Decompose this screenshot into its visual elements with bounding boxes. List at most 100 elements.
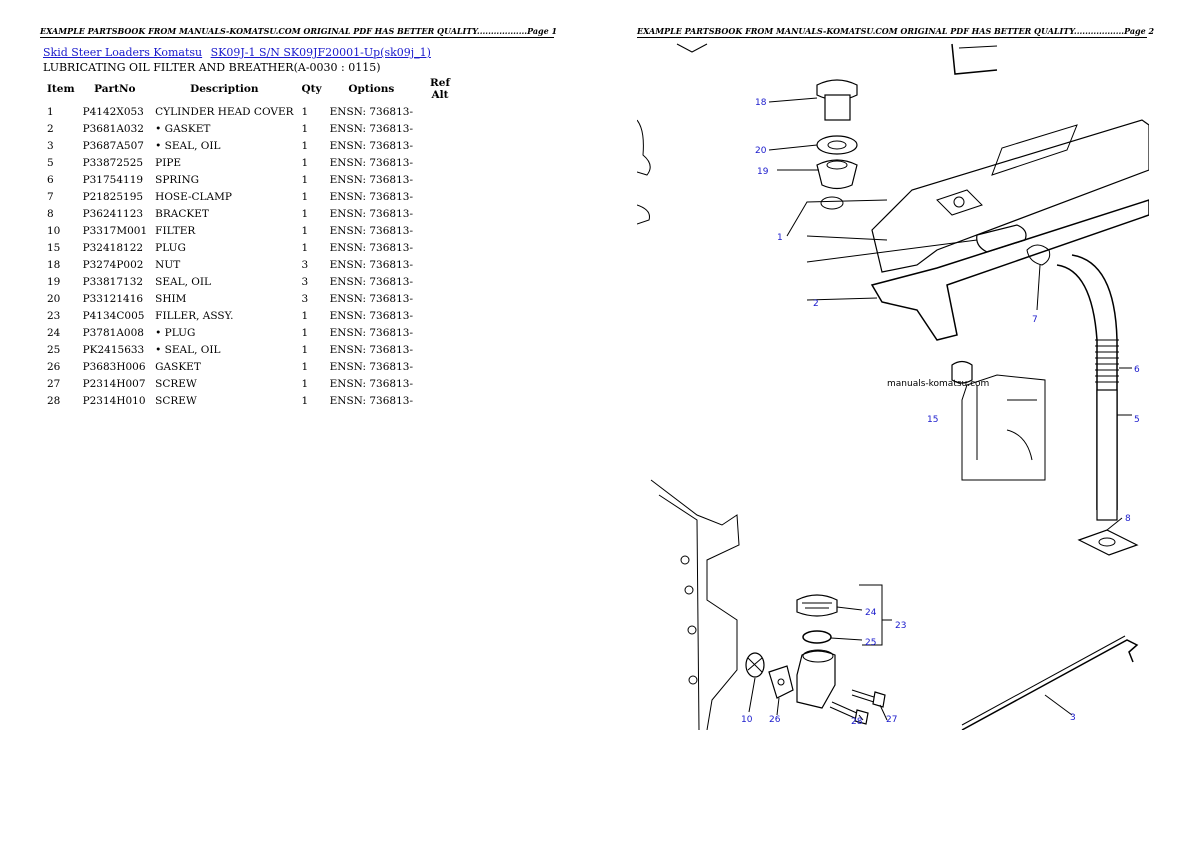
page-header: EXAMPLE PARTSBOOK FROM MANUALS-KOMATSU.C… <box>40 26 558 38</box>
bracket-8 <box>1077 529 1139 556</box>
row-description: FILLER, ASSY. <box>155 309 234 322</box>
row-item: 28 <box>47 394 61 407</box>
row-ref-alt <box>417 239 463 256</box>
hose-clamp-7 <box>1026 244 1051 266</box>
row-options: ENSN: 736813- <box>329 343 414 356</box>
row-description: SEAL, OIL <box>155 275 211 288</box>
row-description: SPRING <box>155 173 200 186</box>
row-options: ENSN: 736813- <box>329 394 414 407</box>
row-options: ENSN: 736813- <box>329 224 414 237</box>
timing-case-inner <box>658 494 700 730</box>
screw-28-shank <box>829 701 860 720</box>
filler-body-mouth <box>802 649 834 663</box>
row-part-no: P33872525 <box>82 156 144 169</box>
engine-fragment-upper <box>637 119 651 176</box>
fragment-top-bracket <box>951 43 998 75</box>
row-options: ENSN: 736813- <box>329 292 414 305</box>
row-description: HOSE-CLAMP <box>155 190 232 203</box>
row-options: ENSN: 736813- <box>329 190 414 203</box>
breadcrumb-link-category[interactable]: Skid Steer Loaders Komatsu <box>43 46 203 59</box>
row-description: SCREW <box>155 394 197 407</box>
row-item: 1 <box>47 105 54 118</box>
row-ref-alt <box>417 154 463 171</box>
row-ref-alt <box>417 324 463 341</box>
row-description: SHIM <box>155 292 187 305</box>
row-ref-alt <box>417 188 463 205</box>
row-description: PLUG <box>155 241 186 254</box>
row-item: 6 <box>47 173 54 186</box>
fragment-top-bracket-edge <box>958 45 998 49</box>
row-options: ENSN: 736813- <box>329 139 414 152</box>
row-description: • GASKET <box>155 122 211 135</box>
shim-20-hole <box>827 140 847 150</box>
parts-table: Item PartNo Description Qty Options Ref … <box>43 76 463 409</box>
callout-5: 5 <box>1134 415 1140 425</box>
row-item: 5 <box>47 156 54 169</box>
callout-15: 15 <box>927 415 938 425</box>
leader-28 <box>858 714 864 721</box>
row-options: ENSN: 736813- <box>329 275 414 288</box>
leader-1 <box>786 199 978 263</box>
cover-boss <box>936 189 983 216</box>
oil-seal-3-edge <box>961 635 1126 726</box>
row-part-no: P33817132 <box>82 275 144 288</box>
row-item: 18 <box>47 258 61 271</box>
row-part-no: P3274P002 <box>82 258 144 271</box>
row-description: BRACKET <box>155 207 209 220</box>
row-part-no: P32418122 <box>82 241 144 254</box>
row-description: • SEAL, OIL <box>155 139 221 152</box>
row-options: ENSN: 736813- <box>329 156 414 169</box>
pipe-5-right <box>1071 254 1118 510</box>
col-header-partno: PartNo <box>94 83 136 95</box>
row-part-no: P3781A008 <box>82 326 144 339</box>
row-ref-alt <box>417 120 463 137</box>
callout-18: 18 <box>755 98 767 108</box>
row-qty: 1 <box>301 173 309 186</box>
row-qty: 3 <box>301 292 309 305</box>
shim-20 <box>816 135 858 155</box>
gasket-outline <box>870 199 1149 341</box>
gasket-26 <box>768 665 794 699</box>
leader-3 <box>1044 694 1073 716</box>
callout-10: 10 <box>741 715 753 725</box>
col-header-item: Item <box>47 83 75 95</box>
row-qty: 1 <box>301 190 309 203</box>
callout-7: 7 <box>1032 315 1038 325</box>
leader-20 <box>768 144 818 151</box>
table-header-row: Item PartNo Description Qty Options Ref … <box>43 76 463 103</box>
row-item: 7 <box>47 190 54 203</box>
row-part-no: P2314H007 <box>82 377 146 390</box>
row-ref-alt <box>417 103 463 120</box>
engine-block-detail <box>976 385 1037 461</box>
row-options: ENSN: 736813- <box>329 258 414 271</box>
section-title: LUBRICATING OIL FILTER AND BREATHER(A-00… <box>43 61 381 74</box>
row-part-no: P3687A507 <box>82 139 144 152</box>
seal-19 <box>816 159 858 190</box>
col-header-qty: Qty <box>301 83 322 95</box>
row-description: FILTER <box>155 224 196 237</box>
leader-23 <box>859 584 892 646</box>
callout-26: 26 <box>769 715 781 725</box>
plug-24-grip <box>802 602 832 609</box>
row-options: ENSN: 736813- <box>329 122 414 135</box>
breadcrumb: Skid Steer Loaders Komatsu SK09J-1 S/N S… <box>43 46 436 59</box>
leader-26 <box>776 697 780 716</box>
gasket-26-hole <box>777 678 785 686</box>
cylinder-head-cover <box>871 119 1149 273</box>
row-qty: 1 <box>301 156 309 169</box>
breadcrumb-link-model[interactable]: SK09J-1 S/N SK09JF20001-Up(sk09j_1) <box>210 46 431 59</box>
oil-seal-3 <box>961 639 1139 730</box>
pipe-5-left <box>1056 264 1098 510</box>
row-part-no: P4134C005 <box>82 309 145 322</box>
spring-6-coils <box>1095 339 1119 383</box>
callout-6: 6 <box>1134 365 1140 375</box>
col-header-options: Options <box>348 83 395 95</box>
